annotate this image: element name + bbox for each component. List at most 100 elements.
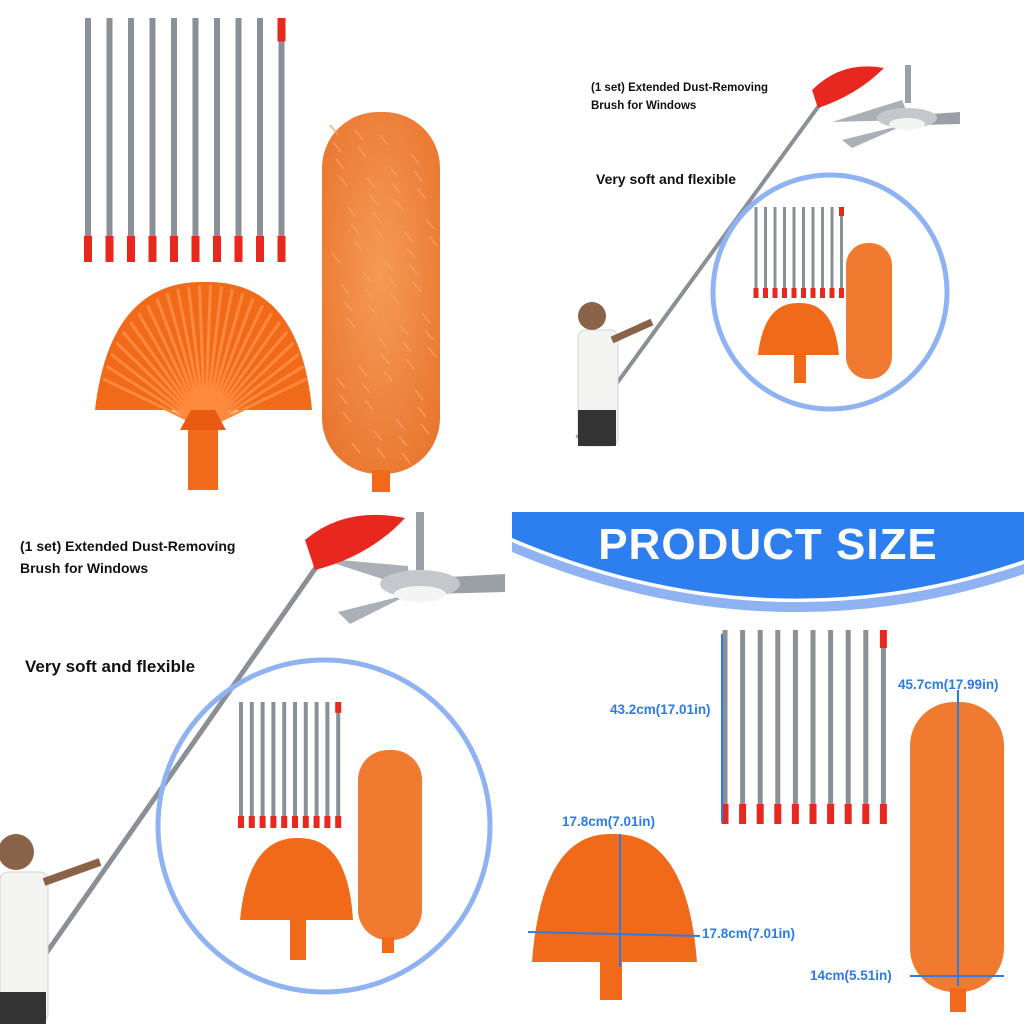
mini-poles <box>753 207 844 298</box>
pole-segment <box>336 702 341 828</box>
pole-segment <box>260 702 265 828</box>
pole-end-cap <box>763 288 768 298</box>
pole-segment <box>754 207 758 298</box>
pole-segment <box>271 702 276 828</box>
pole-end-cap <box>739 804 747 824</box>
pole-segment <box>775 630 781 824</box>
pole-end-cap <box>774 804 782 824</box>
pole-end-cap <box>277 236 286 262</box>
pole-segment <box>149 18 156 262</box>
spider-brush-head <box>95 281 312 490</box>
pole-segment <box>293 702 297 828</box>
pole-end-cap <box>862 804 870 824</box>
pole-end-cap <box>721 804 729 824</box>
person-figure <box>577 302 654 447</box>
pole-end-cap <box>801 288 806 298</box>
pole-end-cap <box>844 804 852 824</box>
pole-end-cap <box>234 236 243 262</box>
highlight-circle <box>710 172 950 412</box>
pole-end-cap <box>84 236 92 262</box>
pole-segment <box>106 18 113 262</box>
duster-width-label: 14cm(5.51in) <box>810 968 892 983</box>
pole-end-cap <box>335 816 342 828</box>
duster-length-label: 45.7cm(17.99in) <box>898 677 999 692</box>
pole-end-cap <box>879 804 887 824</box>
pole-end-cap <box>213 236 221 262</box>
pole-segment <box>214 18 220 262</box>
pole-end-cap <box>820 288 825 298</box>
pole-segment <box>783 207 786 298</box>
pole-end-cap <box>270 816 277 828</box>
pole-top-cap <box>839 207 844 216</box>
mini-poles <box>238 702 342 828</box>
pole-segment <box>128 18 134 262</box>
pole-end-cap <box>302 816 309 828</box>
panel-usage-scene-large: (1 set) Extended Dust-Removing Brush for… <box>0 512 512 1024</box>
pole-segment <box>314 702 319 828</box>
pole-segment <box>880 630 886 824</box>
pole-segment <box>249 702 254 828</box>
pole-end-cap <box>791 804 799 824</box>
extension-poles <box>84 18 286 262</box>
mini-duster-head <box>358 750 422 940</box>
mini-duster-head <box>846 243 892 379</box>
pole-segment <box>757 630 763 824</box>
pole-segment <box>863 630 869 824</box>
highlight-circle <box>155 657 493 995</box>
pole-end-cap <box>191 236 200 262</box>
product-size-title: PRODUCT SIZE <box>598 520 938 569</box>
pole-segment <box>282 702 287 828</box>
pole-end-cap <box>105 236 114 262</box>
pole-end-cap <box>127 236 135 262</box>
mini-spider-head <box>758 302 839 355</box>
pole-end-cap <box>772 288 778 298</box>
microfiber-duster-head <box>322 112 440 492</box>
pole-segment <box>802 207 805 298</box>
caption-soft: Very soft and flexible <box>596 171 737 187</box>
person-figure <box>0 834 102 1024</box>
pole-segment <box>828 630 834 824</box>
pole-end-cap <box>281 816 288 828</box>
ceiling-fan <box>318 512 505 624</box>
pole-segment <box>722 630 728 824</box>
pole-end-cap <box>753 288 759 298</box>
pole-end-cap <box>248 816 255 828</box>
panel-product-size: PRODUCT SIZE 43.2cm(17.01in) 45.7cm(17.9… <box>512 512 1024 1024</box>
duster-on-fan <box>812 66 884 108</box>
caption-line-2: Brush for Windows <box>20 559 149 576</box>
pole-segment <box>257 18 263 262</box>
pole-segment <box>821 207 824 298</box>
product-parts-illustration <box>84 18 440 492</box>
spider-width-label: 17.8cm(7.01in) <box>702 926 796 941</box>
pole-segment <box>792 630 798 824</box>
pole-end-cap <box>170 236 178 262</box>
ceiling-fan <box>832 65 960 148</box>
caption-line-1: (1 set) Extended Dust-Removing <box>591 82 768 94</box>
pole-segment <box>810 630 816 824</box>
pole-top-cap <box>335 702 342 713</box>
pole-top-cap <box>879 630 887 648</box>
pole-end-cap <box>756 804 764 824</box>
caption-soft: Very soft and flexible <box>25 657 196 676</box>
duster-on-fan <box>305 514 405 570</box>
pole-end-cap <box>324 816 331 828</box>
pole-segment <box>811 207 815 298</box>
usage-scene-illustration <box>575 65 960 447</box>
pole-segment <box>278 18 285 262</box>
pole-end-cap <box>827 804 835 824</box>
spider-brush-head <box>532 833 697 1000</box>
pole-segment <box>773 207 777 298</box>
panel-product-parts <box>0 0 512 512</box>
pole-end-cap <box>839 288 844 298</box>
pole-end-cap <box>256 236 264 262</box>
pole-end-cap <box>810 288 816 298</box>
pole-segment <box>845 630 851 824</box>
pole-segment <box>192 18 199 262</box>
banner-shape <box>512 512 1024 599</box>
spider-height-label: 17.8cm(7.01in) <box>562 814 656 829</box>
pole-end-cap <box>259 816 266 828</box>
pole-end-cap <box>238 816 244 828</box>
pole-segment <box>830 207 834 298</box>
mini-spider-head <box>240 837 353 920</box>
pole-top-cap <box>277 18 286 42</box>
